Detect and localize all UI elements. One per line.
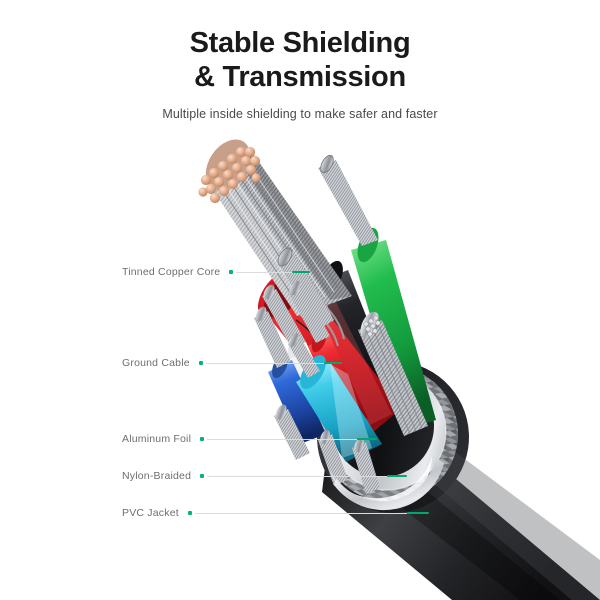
strand-bundle-front-b xyxy=(318,429,348,486)
callout-dot-icon xyxy=(200,474,205,478)
callout-label-tinned-copper-core: Tinned Copper Core xyxy=(122,266,221,278)
callout-label-pvc-jacket: PVC Jacket xyxy=(122,507,179,519)
callout-leader-line xyxy=(194,512,407,514)
callout-dot-icon xyxy=(187,511,192,515)
callout-leader-tip xyxy=(292,270,311,274)
callout-label-aluminum-foil: Aluminum Foil xyxy=(122,433,192,445)
callout-leader-tip xyxy=(406,511,429,515)
callout-leader-line xyxy=(205,362,324,364)
ground-cable-bundle xyxy=(358,311,428,436)
callout-leader-line xyxy=(207,475,388,477)
callout-label-ground-cable: Ground Cable xyxy=(122,357,190,369)
copper-strand-face xyxy=(198,139,261,204)
page-title: Stable Shielding & Transmission xyxy=(0,0,600,94)
title-line-1: Stable Shielding xyxy=(189,27,411,59)
foil-bore-rim xyxy=(330,456,444,511)
strand-bundle-front-c xyxy=(352,437,380,494)
callout-pvc-jacket: PVC Jacket xyxy=(122,506,429,520)
callout-tinned-copper-core: Tinned Copper Core xyxy=(122,265,311,279)
callout-leader-line xyxy=(236,271,293,273)
callout-dot-icon xyxy=(229,270,234,274)
header: Stable Shielding & Transmission Multiple… xyxy=(0,0,600,121)
page-subtitle: Multiple inside shielding to make safer … xyxy=(162,107,438,121)
callout-dot-icon xyxy=(198,361,203,365)
callout-leader-tip xyxy=(387,474,408,478)
wire-green xyxy=(318,154,436,430)
wire-blue xyxy=(254,306,326,444)
callout-dot-icon xyxy=(200,437,205,441)
callout-ground-cable: Ground Cable xyxy=(122,356,342,370)
callout-leader-line xyxy=(207,438,358,440)
callout-nylon-braided: Nylon-Braided xyxy=(122,469,408,483)
callout-label-nylon-braided: Nylon-Braided xyxy=(122,470,192,482)
title-line-2: & Transmission xyxy=(194,61,406,93)
callout-leader-tip xyxy=(323,361,342,365)
wire-cyan xyxy=(288,333,382,462)
callout-aluminum-foil: Aluminum Foil xyxy=(122,432,378,446)
strand-bundle-front-a xyxy=(274,404,310,460)
callout-leader-tip xyxy=(357,437,378,441)
